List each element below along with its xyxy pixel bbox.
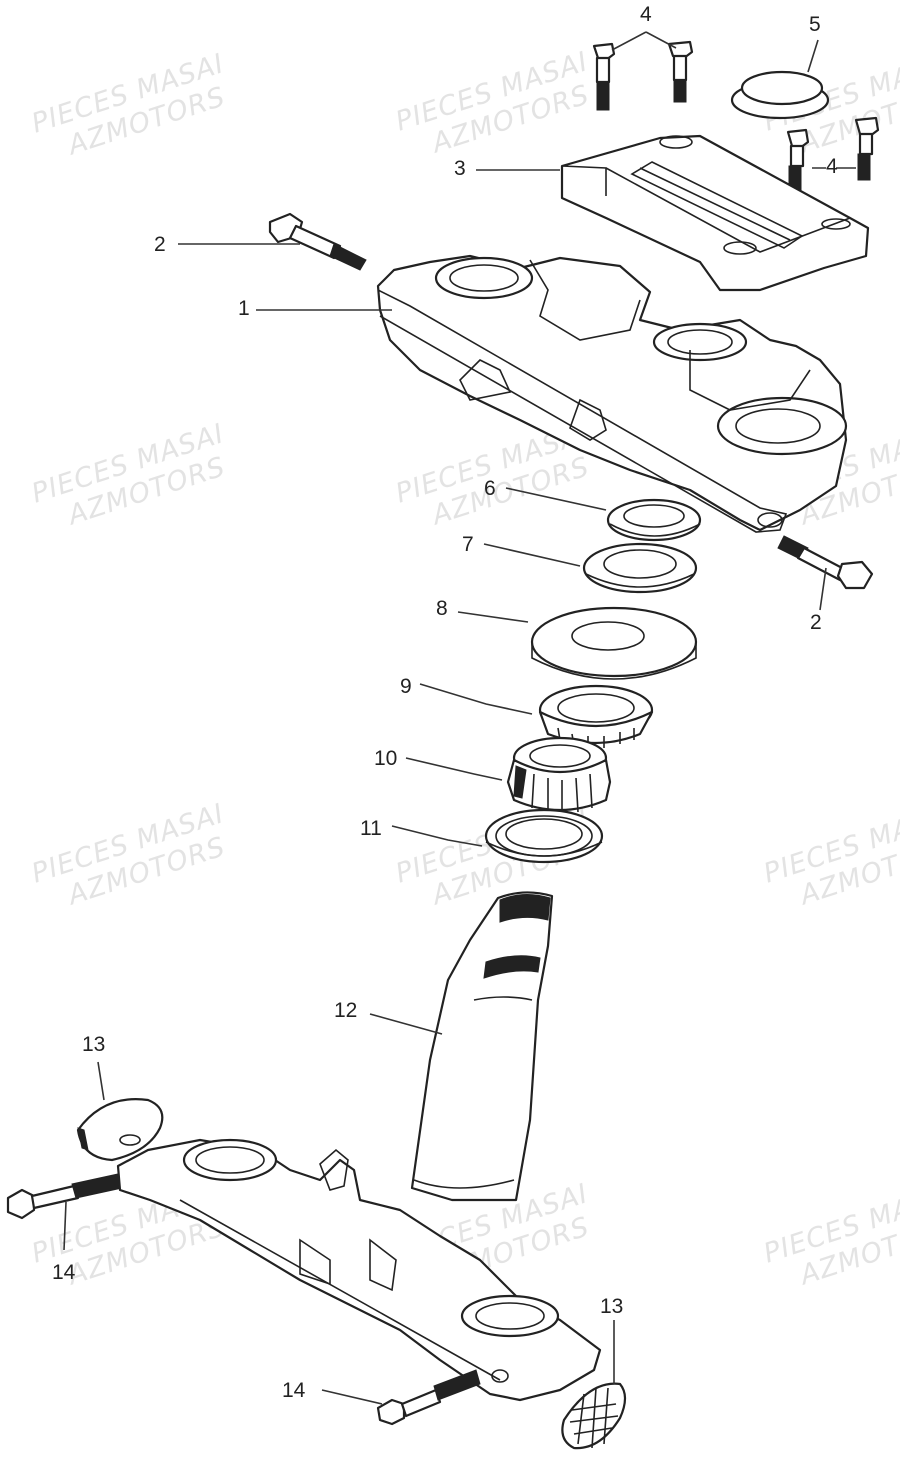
bolt-part-14 [376, 1369, 481, 1426]
bolt-part-4 [592, 40, 880, 193]
callout-2: 2 [810, 611, 822, 634]
dust-plate-part-8 [530, 606, 698, 680]
callout-9: 9 [400, 675, 412, 698]
lower-triple-clamp [116, 1138, 602, 1402]
lower-race-part-11 [484, 808, 604, 864]
callout-14: 14 [52, 1261, 76, 1284]
callout-1: 1 [238, 297, 250, 320]
bolt-part-2 [777, 535, 874, 590]
callout-7: 7 [462, 533, 474, 556]
callout-14: 14 [282, 1379, 306, 1402]
cap-part-13 [76, 1098, 164, 1162]
callout-11: 11 [360, 817, 382, 840]
mesh-cap-part-13 [561, 1382, 627, 1450]
bolt-part-14 [6, 1173, 123, 1220]
callout-4: 4 [826, 155, 838, 178]
callout-13: 13 [82, 1033, 106, 1056]
upper-clamp-part-3 [560, 134, 870, 292]
washer-part-7 [582, 542, 698, 594]
callout-8: 8 [436, 597, 448, 620]
callout-2: 2 [154, 233, 166, 256]
bearing-race-part-9 [538, 684, 654, 748]
callout-13: 13 [600, 1295, 624, 1318]
locknut-part-6 [606, 498, 702, 542]
callout-4: 4 [640, 3, 652, 26]
triple-clamp-part-1 [376, 254, 848, 533]
cap-part-5 [730, 70, 830, 120]
bolt-part-2 [268, 212, 367, 271]
callout-12: 12 [334, 999, 358, 1022]
steering-stem-part-12 [410, 891, 554, 1202]
callout-10: 10 [374, 747, 398, 770]
roller-bearing-part-10 [506, 736, 612, 814]
callout-5: 5 [809, 13, 821, 36]
callout-6: 6 [484, 477, 496, 500]
callout-3: 3 [454, 157, 466, 180]
